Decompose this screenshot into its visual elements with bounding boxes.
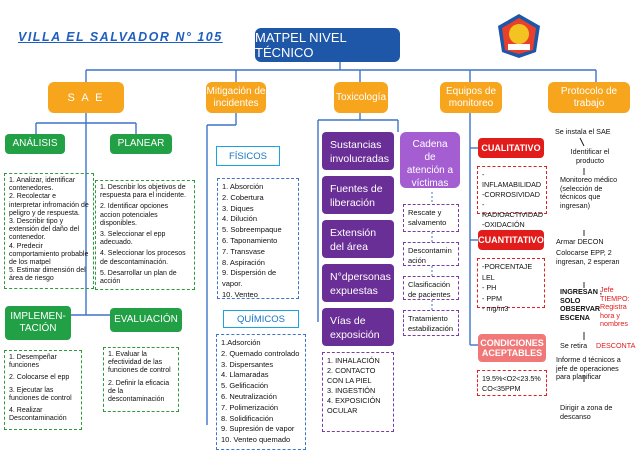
list-item: 19.5%<O2<23.5% — [482, 374, 541, 383]
list-item: 5. Gelificación — [221, 381, 269, 391]
list-item: 1. Describir los objetivos de respuesta … — [100, 184, 186, 200]
list-item: 7. Transvase — [222, 246, 265, 256]
tox-box-personas: N°dpersonas expuestas — [322, 264, 394, 302]
list-item: 3. Describir tipo y extensión del daño d… — [9, 218, 80, 242]
evaluacion-list: 1. Evaluar la efectividad de las funcion… — [103, 347, 179, 412]
cualitativo-list: -INFLAMABILIDAD -CORROSIVIDAD -RADIOACTI… — [477, 166, 547, 229]
list-item: 4. Llamaradas — [221, 370, 269, 380]
tox-box-sustancias: Sustancias involucradas — [322, 132, 394, 170]
list-item: -RADIOACTIVIDAD — [482, 200, 544, 219]
protocolo-step: Armar DECON — [556, 237, 604, 246]
list-item: 7. Polimerización — [221, 402, 279, 412]
list-item: 5. Desarrollar un plan de acción — [100, 269, 177, 286]
condiciones-label: CONDICIONES ACEPTABLES — [478, 334, 546, 362]
list-item: 2. Identificar opciones accion potencial… — [100, 203, 169, 227]
list-item: 3. Diques — [222, 203, 254, 213]
list-item: 2. Colocarse el epp — [9, 374, 70, 382]
tox-box-extension: Extensión del área — [322, 220, 394, 258]
list-item: 3. Dispersantes — [221, 359, 274, 369]
list-item: 4. EXPOSICIÓN OCULAR — [327, 396, 381, 415]
list-item: 9. Supresión de vapor — [221, 424, 295, 434]
list-item: 9. Dispersión de vapor. — [222, 268, 277, 289]
analisis-list: 1. Analizar, identificar contenedores. 2… — [4, 173, 94, 289]
protocolo-step: Identificar el producto — [570, 147, 610, 165]
protocolo-step: Dirigir a zona de descanso — [560, 403, 613, 421]
list-item: 1. Desempeñar funciones — [9, 354, 57, 370]
protocolo-step: Se retira — [560, 341, 588, 350]
list-item: 3. Ejecutar las funciones de control — [9, 386, 72, 402]
condiciones-list: 19.5%<O2<23.5% CO<35PPM — [477, 370, 547, 396]
list-item: 2. CONTACTO CON LA PIEL — [327, 366, 376, 385]
cualitativo-label: CUALITATIVO — [478, 138, 544, 158]
list-item: 2. Quemado controlado — [221, 348, 300, 358]
fisicos-list: 1. Absorción 2. Cobertura 3. Diques 4. D… — [217, 178, 299, 299]
list-item: 4. Dilución — [222, 214, 258, 224]
list-item: 5. Sobreempaque — [222, 225, 282, 235]
vias-list: 1. INHALACIÓN 2. CONTACTO CON LA PIEL 3.… — [322, 352, 394, 432]
tox-box-fuentes: Fuentes de liberación — [322, 176, 394, 214]
list-item: 8. Aspiración — [222, 257, 265, 267]
list-item: 4. Predecir comportamiento probable de l… — [9, 242, 89, 267]
branch-protocolo: Protocolo de trabajo — [548, 82, 630, 113]
org-title: VILLA EL SALVADOR N° 105 — [18, 30, 223, 44]
branch-toxicologia: Toxicología — [334, 82, 388, 113]
list-item: 1.Adsorción — [221, 338, 261, 347]
protocolo-note-desconta: DESCONTA — [596, 341, 636, 350]
cadena-step: Descontamin ación — [403, 242, 459, 266]
list-item: 8. Solidificación — [221, 413, 274, 423]
list-item: CO<35PPM — [482, 384, 521, 393]
list-item: 3. Seleccionar el epp adecuado. — [100, 231, 166, 247]
list-item: 3. INGESTIÓN — [327, 386, 376, 395]
list-item: 1. Analizar, identificar contenedores. — [9, 177, 76, 193]
cadena-step: Tratamiento estabilización — [403, 310, 459, 336]
list-item: -OXIDACIÓN — [482, 220, 525, 229]
list-item: 1. INHALACIÓN — [327, 356, 380, 365]
list-item: 4. Seleccionar los procesos de descontam… — [100, 250, 186, 266]
list-item: 5. Estimar dimensión del área de riesgo — [9, 267, 86, 283]
cadena-step: Clasificación de pacientes — [403, 276, 459, 300]
list-item: 10. Venteo — [222, 289, 258, 299]
planear-list: 1. Describir los objetivos de respuesta … — [95, 180, 195, 290]
quimicos-list: 1.Adsorción 2. Quemado controlado 3. Dis… — [216, 334, 306, 450]
branch-sae: S A E — [48, 82, 124, 113]
protocolo-step: Colocarse EPP, 2 ingresan, 2 esperan — [556, 248, 620, 266]
cuantitativo-label: CUANTITATIVO — [478, 230, 544, 250]
cadena-step: Rescate y salvamento — [403, 204, 459, 232]
list-item: 10. Venteo quemado — [221, 435, 291, 445]
implementacion-list: 1. Desempeñar funciones 2. Colocarse el … — [4, 350, 82, 430]
list-item: 2. Definir la eficacia de la descontamin… — [108, 379, 170, 404]
planear-label: PLANEAR — [110, 134, 172, 154]
list-item: - mg/m3 — [482, 304, 509, 313]
protocolo-note-tiempo: Jefe TIEMPO: Registra hora y nombres — [600, 285, 630, 329]
list-item: -CORROSIVIDAD — [482, 190, 540, 199]
list-item: 4. Realizar Descontaminación — [9, 407, 67, 423]
protocolo-step: INGRESAN , SOLO OBSERVAR ESCENA — [560, 287, 602, 322]
list-item: - PPM — [482, 293, 502, 303]
protocolo-step: Se instala el SAE — [555, 127, 611, 136]
branch-equipos: Equipos de monitoreo — [440, 82, 502, 113]
fire-department-logo — [496, 12, 542, 60]
list-item: -PORCENTAJE LEL — [482, 262, 533, 282]
implementacion-label: IMPLEMEN-TACIÓN — [5, 306, 71, 340]
list-item: 1. Absorción — [222, 182, 264, 191]
list-item: 2. Cobertura — [222, 192, 264, 202]
protocolo-step: Informe d técnicos a jefe de operaciones… — [556, 355, 621, 382]
list-item: 6. Taponamiento — [222, 235, 278, 245]
cuantitativo-list: -PORCENTAJE LEL - PH - PPM - mg/m3 — [477, 258, 545, 313]
quimicos-label: QUÍMICOS — [223, 310, 299, 328]
list-item: 2. Recolectar e interpretar infromación … — [9, 193, 89, 217]
fisicos-label: FÍSICOS — [216, 146, 280, 166]
cadena-atencion: Cadena de atención a víctimas — [400, 132, 460, 189]
list-item: - PH — [482, 283, 497, 292]
evaluacion-label: EVALUACIÓN — [110, 308, 182, 332]
list-item: 1. Evaluar la efectividad de las funcion… — [108, 351, 171, 375]
list-item: -INFLAMABILIDAD — [482, 170, 542, 189]
list-item: 6. Neutralización — [221, 391, 277, 401]
branch-mitigacion: Mitigación de incidentes — [206, 82, 266, 113]
protocolo-step: Monitoreo médico (selección de técnicos … — [560, 175, 618, 210]
tox-box-vias: Vías de exposición — [322, 308, 394, 346]
main-title: MATPEL NIVEL TÉCNICO — [255, 28, 400, 62]
analisis-label: ANÁLISIS — [5, 134, 65, 154]
